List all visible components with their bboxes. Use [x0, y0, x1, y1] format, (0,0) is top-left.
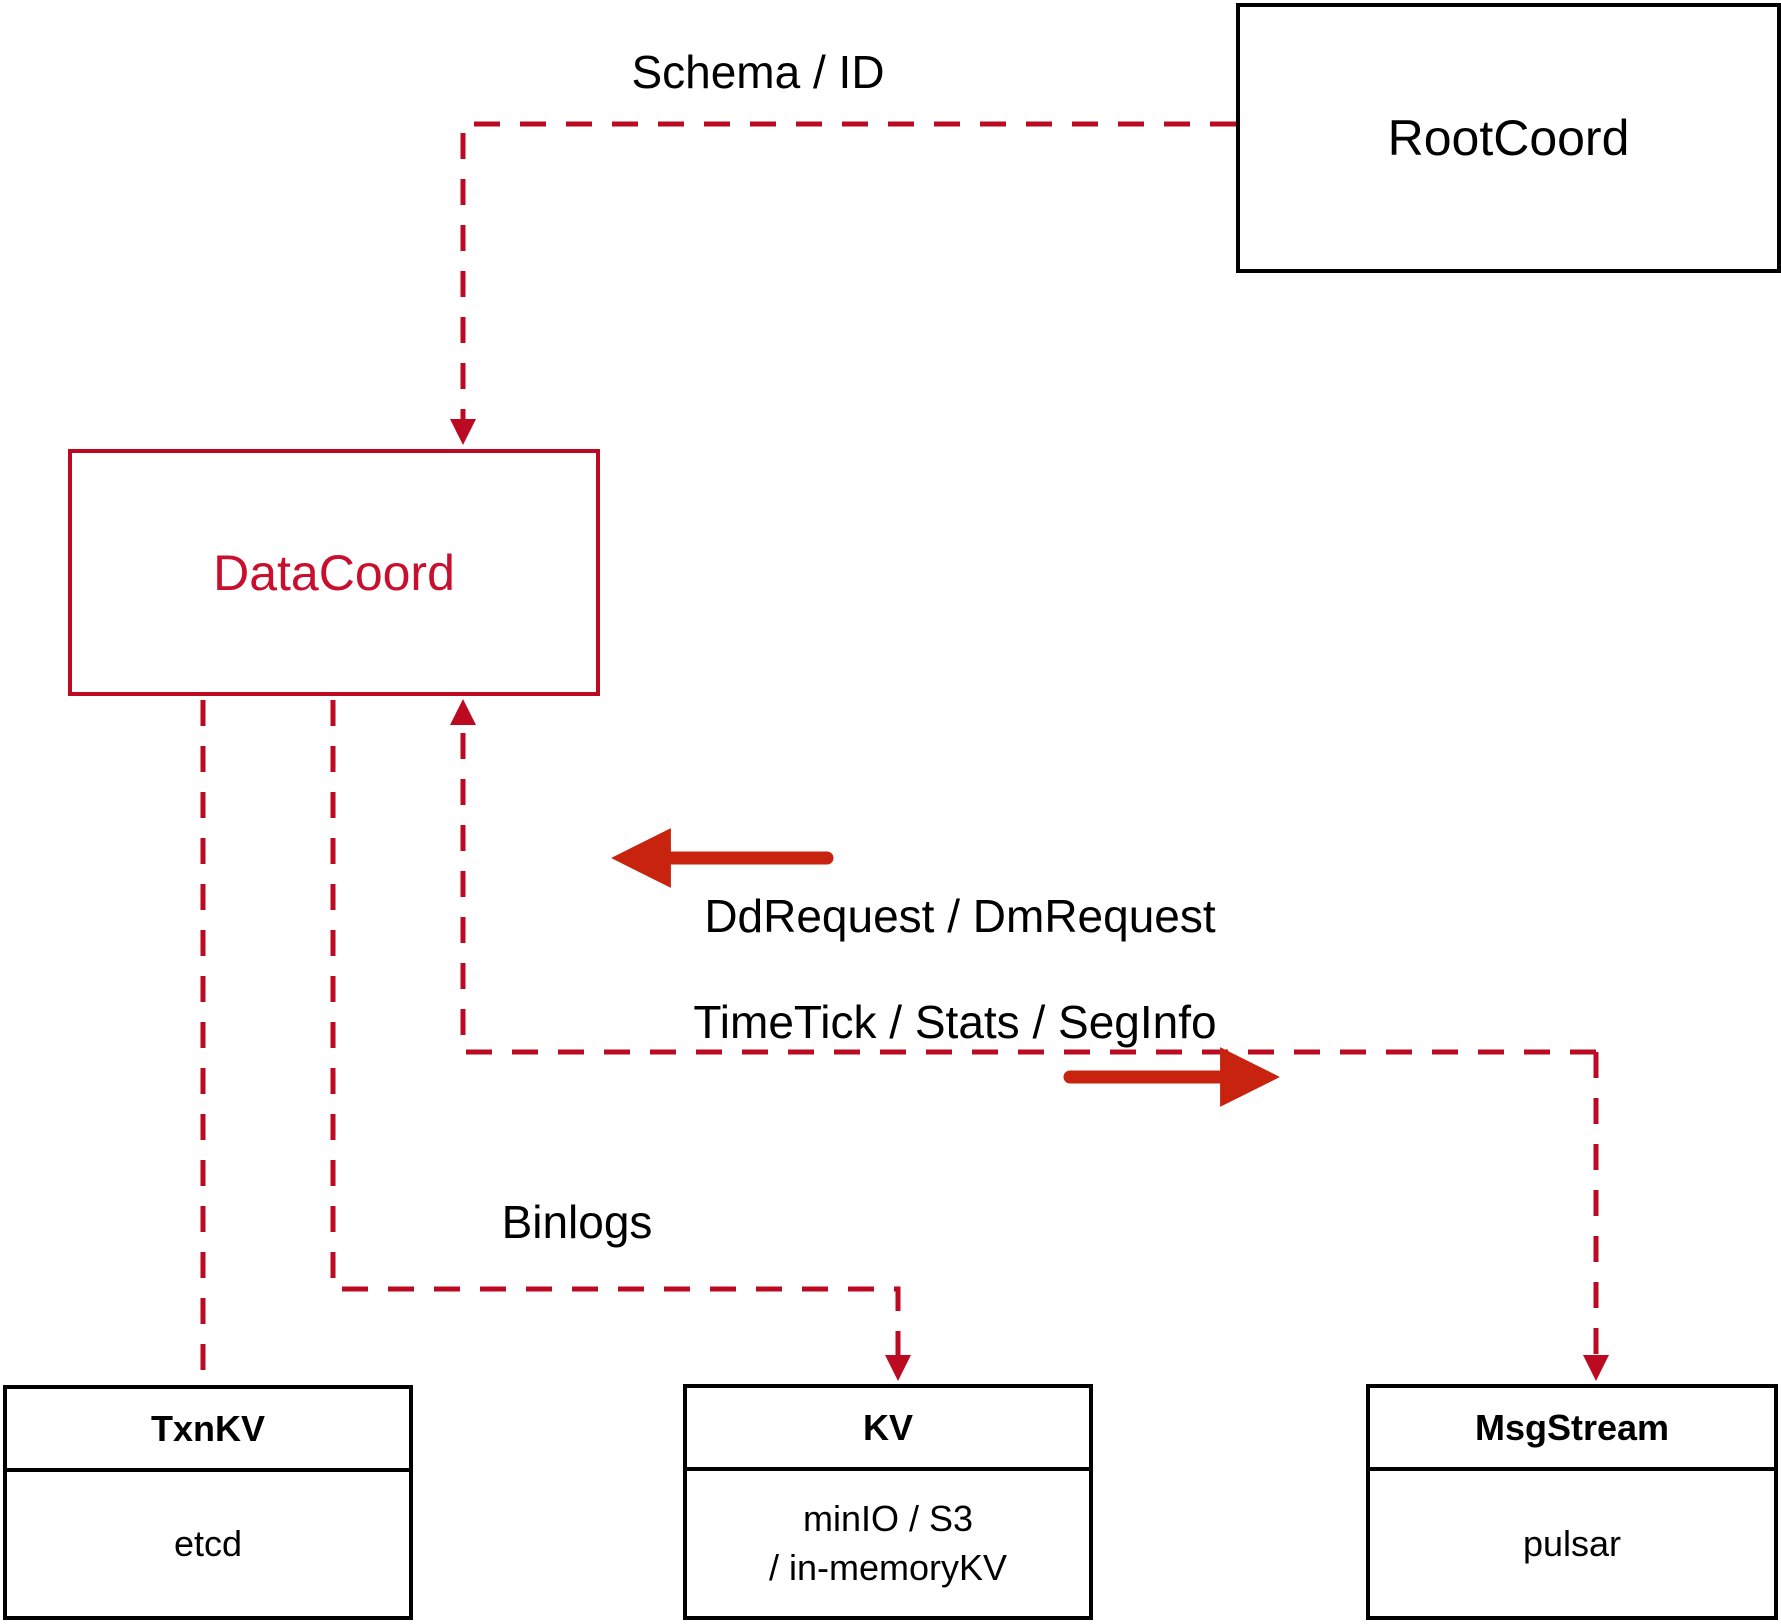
node-kv-body-wrap: minIO / S3 / in-memoryKV [687, 1471, 1089, 1616]
node-txnkv-title-wrap: TxnKV [7, 1389, 409, 1472]
node-rootcoord[interactable]: RootCoord [1236, 3, 1781, 273]
node-msgstream-body-wrap: pulsar [1370, 1471, 1774, 1616]
node-kv[interactable]: KV minIO / S3 / in-memoryKV [683, 1384, 1093, 1620]
node-rootcoord-label-wrap: RootCoord [1240, 7, 1777, 269]
edge-label-ddrequest-dmrequest: DdRequest / DmRequest [704, 890, 1216, 942]
node-datacoord-label: DataCoord [213, 544, 455, 601]
node-kv-body-line2: / in-memoryKV [768, 1546, 1008, 1588]
node-rootcoord-label: RootCoord [1387, 110, 1630, 166]
node-msgstream-title: MsgStream [1474, 1406, 1670, 1448]
node-kv-title: KV [862, 1406, 913, 1448]
node-kv-title-wrap: KV [687, 1388, 1089, 1471]
node-msgstream[interactable]: MsgStream pulsar [1366, 1384, 1778, 1620]
edge-schema-id [450, 121, 1236, 445]
edge-label-schema-id: Schema / ID [631, 46, 885, 98]
node-txnkv[interactable]: TxnKV etcd [3, 1385, 413, 1620]
node-txnkv-body-wrap: etcd [7, 1472, 409, 1616]
edge-label-binlogs: Binlogs [501, 1196, 653, 1248]
edge-ddrequest-dmrequest [450, 699, 1596, 1055]
node-txnkv-body: etcd [173, 1523, 243, 1564]
node-msgstream-title-wrap: MsgStream [1370, 1388, 1774, 1471]
node-datacoord[interactable]: DataCoord [68, 449, 600, 696]
node-datacoord-label-wrap: DataCoord [72, 453, 596, 692]
node-msgstream-body: pulsar [1522, 1522, 1622, 1564]
node-txnkv-title: TxnKV [150, 1407, 265, 1449]
edge-binlogs [330, 700, 911, 1381]
node-kv-body-line1: minIO / S3 [802, 1497, 974, 1539]
edge-label-timetick-stats-seginfo: TimeTick / Stats / SegInfo [693, 996, 1217, 1048]
